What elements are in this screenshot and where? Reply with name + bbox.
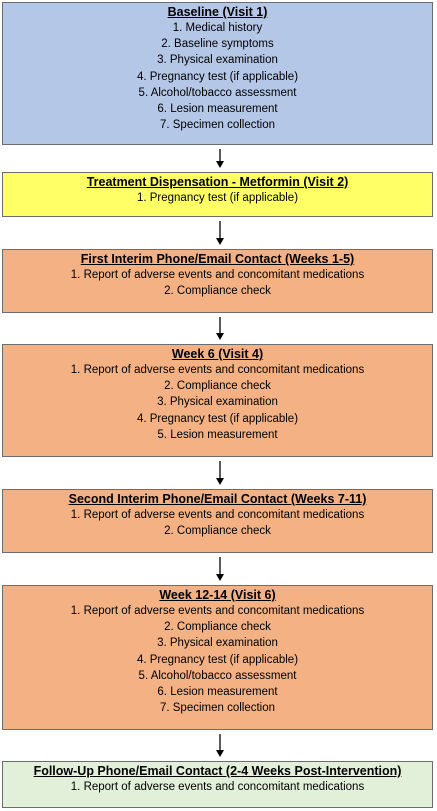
step-item: 2. Compliance check (164, 621, 271, 634)
step-item-list: 1. Report of adverse events and concomit… (3, 267, 432, 299)
step-item: 7. Specimen collection (159, 702, 276, 715)
step-item: 2. Baseline symptoms (161, 38, 274, 51)
step-item: 3. Physical examination (157, 637, 278, 650)
down-arrow-icon (214, 734, 226, 757)
step-item: 2. Compliance check (164, 285, 271, 298)
step-item: 1. Report of adverse events and concomit… (70, 364, 365, 376)
step-title: Week 6 (Visit 4) (171, 347, 264, 361)
step-item-list: 1. Medical history 2. Baseline symptoms 3.… (3, 20, 432, 133)
step-title: First Interim Phone/Email Contact (Weeks… (80, 252, 355, 266)
step-item: 3. Physical examination (157, 396, 278, 409)
step-item: 5. Lesion measurement (157, 428, 278, 441)
step-box-follow-up: Follow-Up Phone/Email Contact (2-4 Weeks… (2, 761, 433, 808)
step-box-week6: Week 6 (Visit 4) 1. Report of adverse eve… (2, 344, 433, 457)
step-item: 4. Pregnancy test (if applicable) (136, 412, 299, 425)
down-arrow-icon (214, 221, 226, 245)
step-title: Second Interim Phone/Email Contact (Week… (68, 492, 367, 506)
step-title: Week 12-14 (Visit 6) (159, 588, 276, 602)
step-item: 1. Report of adverse events and concomit… (70, 509, 365, 521)
step-item: 1. Pregnancy test (if applicable) (136, 192, 299, 204)
step-title: Follow-Up Phone/Email Contact (2-4 Weeks… (33, 764, 402, 778)
step-item: 1. Report of adverse events and concomit… (70, 781, 365, 793)
step-item: 1. Medical history (172, 22, 263, 34)
step-title: Treatment Dispensation - Metformin (Visi… (86, 175, 349, 189)
step-box-first-interim: First Interim Phone/Email Contact (Weeks… (2, 249, 433, 313)
step-item-list: 1. Pregnancy test (if applicable) (3, 190, 432, 206)
down-arrow-icon (214, 317, 226, 340)
step-item: 5. Alcohol/tobacco assessment (138, 86, 297, 99)
step-item: 7. Specimen collection (159, 119, 276, 132)
step-item-list: 1. Report of adverse events and concomit… (3, 779, 432, 795)
step-item-list: 1. Report of adverse events and concomit… (3, 603, 432, 716)
step-item: 6. Lesion measurement (157, 103, 278, 116)
step-item-list: 1. Report of adverse events and concomit… (3, 362, 432, 443)
step-box-baseline: Baseline (Visit 1) 1. Medical history 2. B… (2, 2, 433, 145)
down-arrow-icon (214, 149, 226, 168)
step-item: 3. Physical examination (157, 54, 278, 67)
down-arrow-icon (214, 557, 226, 581)
step-item: 1. Report of adverse events and concomit… (70, 605, 365, 617)
step-item: 4. Pregnancy test (if applicable) (136, 70, 299, 83)
step-title: Baseline (Visit 1) (167, 5, 268, 19)
step-item: 2. Compliance check (164, 380, 271, 393)
step-box-week12: Week 12-14 (Visit 6) 1. Report of adverse… (2, 585, 433, 730)
down-arrow-icon (214, 461, 226, 485)
step-item: 1. Report of adverse events and concomit… (70, 269, 365, 281)
step-item: 2. Compliance check (164, 525, 271, 538)
step-box-treatment: Treatment Dispensation - Metformin (Visi… (2, 172, 433, 217)
step-item-list: 1. Report of adverse events and concomit… (3, 507, 432, 539)
step-box-second-interim: Second Interim Phone/Email Contact (Week… (2, 489, 433, 553)
step-item: 5. Alcohol/tobacco assessment (138, 669, 297, 682)
step-item: 6. Lesion measurement (157, 686, 278, 699)
step-item: 4. Pregnancy test (if applicable) (136, 653, 299, 666)
